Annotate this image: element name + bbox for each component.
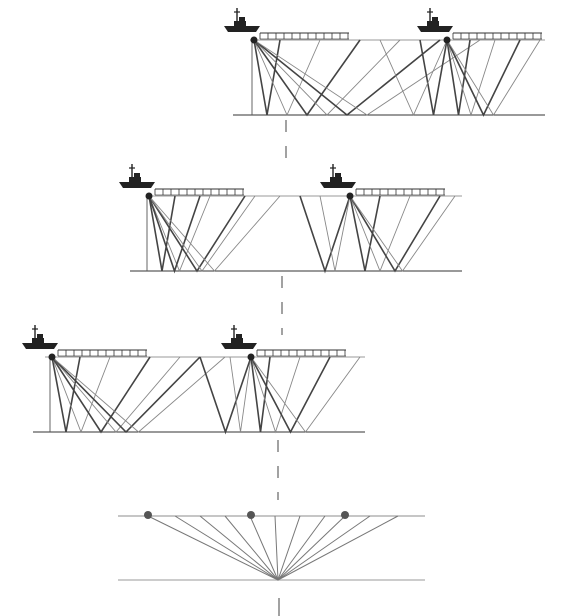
ship-cabin bbox=[427, 21, 439, 26]
ship-icon bbox=[417, 8, 453, 32]
ray-path bbox=[52, 357, 110, 432]
source-dot bbox=[146, 193, 153, 200]
panel-3 bbox=[22, 325, 365, 500]
ray-path bbox=[225, 516, 278, 580]
ship-bridge bbox=[432, 17, 438, 21]
panel-2 bbox=[119, 164, 462, 335]
source-dot bbox=[248, 354, 255, 361]
ray-path bbox=[278, 516, 325, 580]
ray-path bbox=[148, 516, 278, 580]
ship-hull bbox=[221, 343, 257, 349]
ship-hull bbox=[224, 26, 260, 32]
streamer bbox=[155, 189, 244, 195]
ship-cabin bbox=[330, 177, 342, 182]
ray-path bbox=[175, 516, 278, 580]
source-dot bbox=[144, 511, 152, 519]
ship-bridge bbox=[335, 173, 341, 177]
source-dot bbox=[341, 511, 349, 519]
ship-hull bbox=[119, 182, 155, 188]
ship-bridge bbox=[239, 17, 245, 21]
ray-path bbox=[254, 40, 360, 115]
ship-cabin bbox=[129, 177, 141, 182]
ray-path bbox=[149, 196, 210, 271]
ship-icon bbox=[119, 164, 155, 188]
ray-path bbox=[200, 357, 251, 432]
ship-cabin bbox=[32, 338, 44, 343]
ray-path bbox=[251, 357, 360, 432]
ship-bridge bbox=[236, 334, 242, 338]
ray-path bbox=[278, 516, 345, 580]
ray-path bbox=[278, 516, 370, 580]
source-dot bbox=[49, 354, 56, 361]
panels-group bbox=[22, 8, 545, 616]
ship-hull bbox=[22, 343, 58, 349]
ray-path bbox=[447, 40, 520, 115]
ship-cabin bbox=[234, 21, 246, 26]
ship-bridge bbox=[37, 334, 43, 338]
panel-1 bbox=[224, 8, 545, 172]
ray-path bbox=[254, 40, 480, 115]
streamer bbox=[356, 189, 445, 195]
source-dot bbox=[444, 37, 451, 44]
ship-icon bbox=[320, 164, 356, 188]
source-dot bbox=[247, 511, 255, 519]
ray-path bbox=[251, 357, 270, 432]
streamer bbox=[58, 350, 147, 356]
ship-icon bbox=[221, 325, 257, 349]
source-dot bbox=[347, 193, 354, 200]
panel-4 bbox=[118, 511, 425, 616]
ray-path bbox=[250, 516, 278, 580]
ray-path bbox=[149, 196, 255, 271]
ship-cabin bbox=[231, 338, 243, 343]
ray-path bbox=[380, 40, 447, 115]
source-dot bbox=[251, 37, 258, 44]
ray-path bbox=[278, 516, 398, 580]
ray-path bbox=[200, 516, 278, 580]
streamer bbox=[260, 33, 349, 39]
ship-icon bbox=[22, 325, 58, 349]
ship-hull bbox=[417, 26, 453, 32]
streamer bbox=[257, 350, 346, 356]
ship-bridge bbox=[134, 173, 140, 177]
ship-hull bbox=[320, 182, 356, 188]
ray-path bbox=[275, 516, 278, 580]
streamer bbox=[453, 33, 542, 39]
ship-icon bbox=[224, 8, 260, 32]
ray-path bbox=[254, 40, 400, 115]
